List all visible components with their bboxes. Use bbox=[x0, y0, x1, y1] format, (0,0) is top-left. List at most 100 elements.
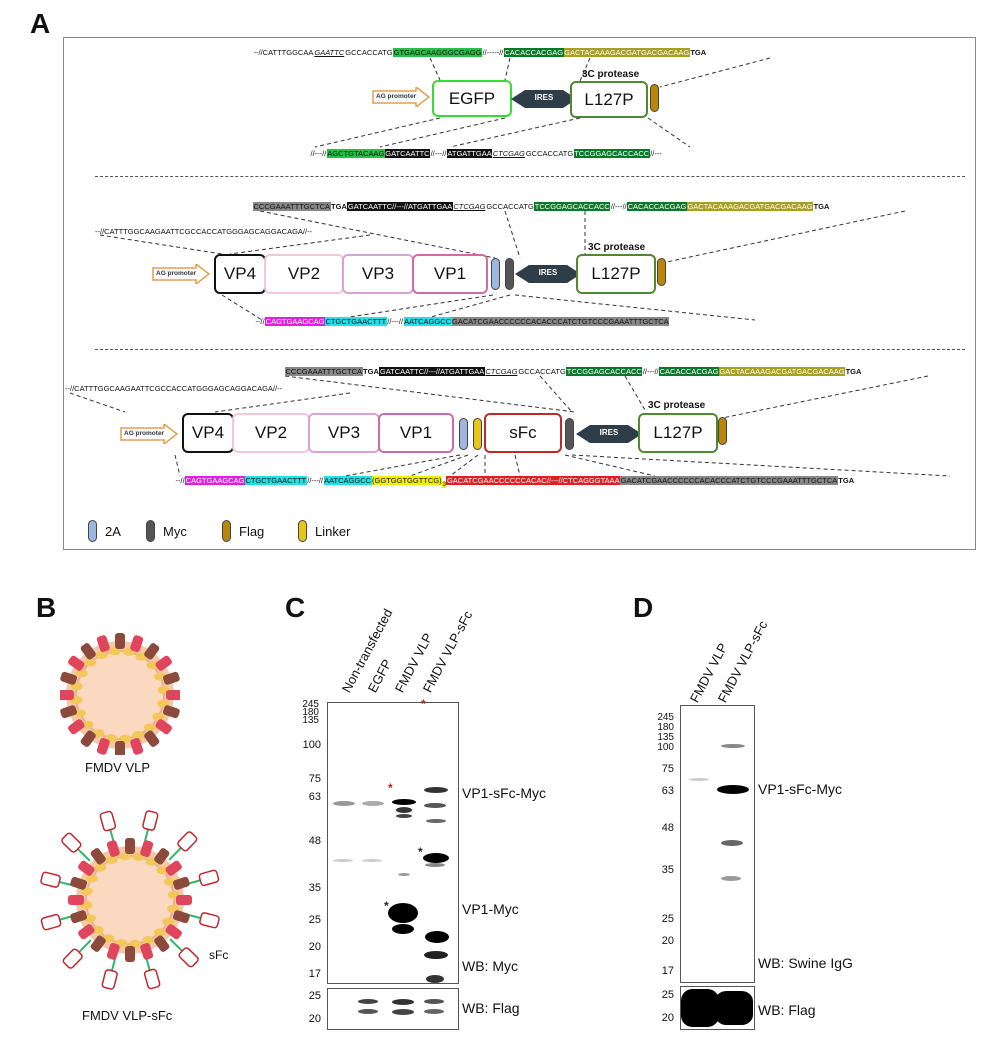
mw-flag-20: 20 bbox=[308, 1013, 321, 1025]
capsid-subunit bbox=[68, 895, 84, 905]
capsid-subunit bbox=[144, 643, 160, 660]
capsid-inner-subunit bbox=[129, 939, 142, 948]
sequence-segment: GTGAGCAAGGGCGAGG bbox=[393, 48, 483, 57]
capsid-subunit bbox=[90, 935, 106, 952]
capsid-inner-subunit bbox=[132, 731, 145, 740]
capsid-inner-subunit bbox=[75, 669, 88, 678]
construct2-seq-left: --//CATTTGGCAAGAATTCGCCACCATGGGAGCAGGACA… bbox=[95, 227, 313, 236]
sfc-fragment bbox=[40, 913, 62, 931]
sequence-segment: ATGATTGAA bbox=[446, 149, 493, 158]
capsid-subunit bbox=[140, 942, 154, 960]
sequence-segment: //---// bbox=[310, 149, 327, 158]
protease-label: 3C protease bbox=[648, 400, 706, 411]
mw-48: 48 bbox=[308, 835, 321, 847]
sequence-segment: 3 bbox=[442, 481, 447, 488]
mw-180: 180 bbox=[302, 707, 319, 718]
sequence-segment: GATCAATTC//---//ATGATTGAA bbox=[379, 367, 485, 376]
legend-flag: Flag bbox=[222, 520, 264, 542]
capsid-subunit bbox=[70, 910, 88, 924]
vp4-box: VP4 bbox=[214, 254, 266, 294]
ires-element: IRES bbox=[511, 89, 577, 109]
capsid-subunit bbox=[60, 671, 78, 685]
sfc-fragment bbox=[61, 832, 82, 853]
legend-2a: 2A bbox=[88, 520, 121, 542]
star-marker: * bbox=[388, 781, 393, 795]
linker-tag bbox=[473, 418, 482, 450]
band-label-vp1-sfc-myc: VP1-sFc-Myc bbox=[462, 785, 546, 801]
capsid-subunit bbox=[78, 860, 95, 876]
sequence-segment: //---// bbox=[642, 367, 659, 376]
construct2-seq-top: CCCGAAATTTGCTCATGAGATCAATTC//---//ATGATT… bbox=[253, 201, 830, 212]
sequence-segment: TGA bbox=[813, 202, 830, 211]
capsid-subunit bbox=[96, 635, 110, 653]
capsid-inner-subunit bbox=[153, 928, 166, 937]
sequence-segment: GACTACAAAGACGATGACGACAAG bbox=[563, 48, 690, 57]
vlp-label: FMDV VLP bbox=[85, 760, 151, 775]
sequence-segment: GACTACAAAGACGATGACGACAAG bbox=[718, 367, 846, 376]
sequence-segment: GCCACCATG bbox=[518, 367, 566, 376]
sequence-segment: CCCGAAATTTGCTCA bbox=[253, 202, 331, 211]
sequence-segment: //---// bbox=[307, 476, 324, 485]
star-marker: * bbox=[384, 899, 389, 913]
sequence-segment: TGA bbox=[690, 48, 707, 57]
sfc-fragment bbox=[177, 831, 198, 852]
construct3-seq-top: CCCGAAATTTGCTCA TGA GATCAATTC//---//ATGATT… bbox=[285, 366, 862, 377]
promoter-arrow: AG promoter bbox=[152, 264, 210, 284]
l127p-box: L127P bbox=[576, 254, 656, 294]
construct3-seq-left: --//CATTTGGCAAGAATTCGCCACCATGGGAGCAGGACA… bbox=[65, 384, 283, 393]
mw-63: 63 bbox=[308, 791, 321, 803]
sequence-segment: CCCGAAATTTGCTCA bbox=[285, 367, 363, 376]
capsid-subunit bbox=[106, 942, 120, 960]
panel-label-a: A bbox=[30, 8, 51, 39]
legend-myc-label: Myc bbox=[163, 523, 187, 539]
sequence-segment: AATCAGGCC bbox=[403, 317, 452, 326]
capsid-subunit bbox=[115, 741, 125, 755]
legend-linker: Linker bbox=[298, 520, 350, 542]
promoter-label: AG promoter bbox=[376, 93, 417, 100]
sequence-segment: GACATCGAACCCCCCACACCCATCTGTCCCGAAATTTGCT… bbox=[451, 317, 670, 326]
capsid-inner-subunit bbox=[95, 650, 108, 659]
sequence-segment: CACACCACGAG bbox=[627, 202, 687, 211]
capsid-subunit bbox=[172, 876, 190, 890]
capsid-subunit bbox=[162, 671, 180, 685]
capsid-subunit bbox=[80, 643, 96, 660]
capsid-inner-subunit bbox=[142, 936, 155, 945]
sequence-segment: //---// bbox=[610, 202, 627, 211]
mw-35: 35 bbox=[308, 882, 321, 894]
flag-tag bbox=[657, 258, 666, 286]
sequence-segment: TGA bbox=[845, 367, 862, 376]
l127p-box: L127P bbox=[570, 81, 648, 118]
sfc-fragment bbox=[199, 912, 220, 929]
capsid-subunit bbox=[115, 633, 125, 649]
sequence-segment: CTGCTGAACTTT bbox=[324, 317, 387, 326]
capsid-subunit bbox=[140, 840, 154, 858]
capsid-subunit bbox=[166, 690, 180, 700]
construct1-seq-top: --//CATTTGGCAAGAATTCGCCACCATGGTGAGCAAGGG… bbox=[253, 47, 707, 58]
capsid-subunit bbox=[154, 935, 170, 952]
sequence-segment: --// bbox=[175, 476, 185, 485]
sequence-segment: GACTACAAAGACGATGACGACAAG bbox=[686, 202, 814, 211]
construct-connector-lines bbox=[69, 57, 951, 477]
construct1-seq-bottom: //---//AGCTGTACAAGGATCAATTC//---//ATGATT… bbox=[310, 148, 662, 159]
myc-tag bbox=[505, 258, 514, 290]
sfc-linker bbox=[169, 938, 184, 953]
sfc-label: sFc bbox=[209, 948, 229, 962]
mw-63: 63 bbox=[661, 785, 674, 797]
vp1-box: VP1 bbox=[378, 413, 454, 453]
capsid-subunit bbox=[80, 730, 96, 747]
capsid-inner-subunit bbox=[119, 734, 132, 743]
ires-label: IRES bbox=[599, 428, 619, 437]
sequence-segment: CACACCACGAG bbox=[659, 367, 719, 376]
mw-20: 20 bbox=[661, 935, 674, 947]
star-marker: * bbox=[418, 845, 423, 859]
capsid-inner-subunit bbox=[81, 720, 94, 729]
sfc-linker bbox=[168, 846, 183, 861]
panel-label-b: B bbox=[36, 592, 57, 623]
flag-blot-c bbox=[327, 988, 459, 1030]
capsid-inner-subunit bbox=[146, 661, 159, 670]
vp2-box: VP2 bbox=[264, 254, 344, 294]
mw-25: 25 bbox=[661, 913, 674, 925]
vlp-sfc-particle-diagram bbox=[40, 810, 220, 990]
mw-135: 135 bbox=[657, 732, 674, 743]
flag-tag bbox=[650, 84, 659, 112]
